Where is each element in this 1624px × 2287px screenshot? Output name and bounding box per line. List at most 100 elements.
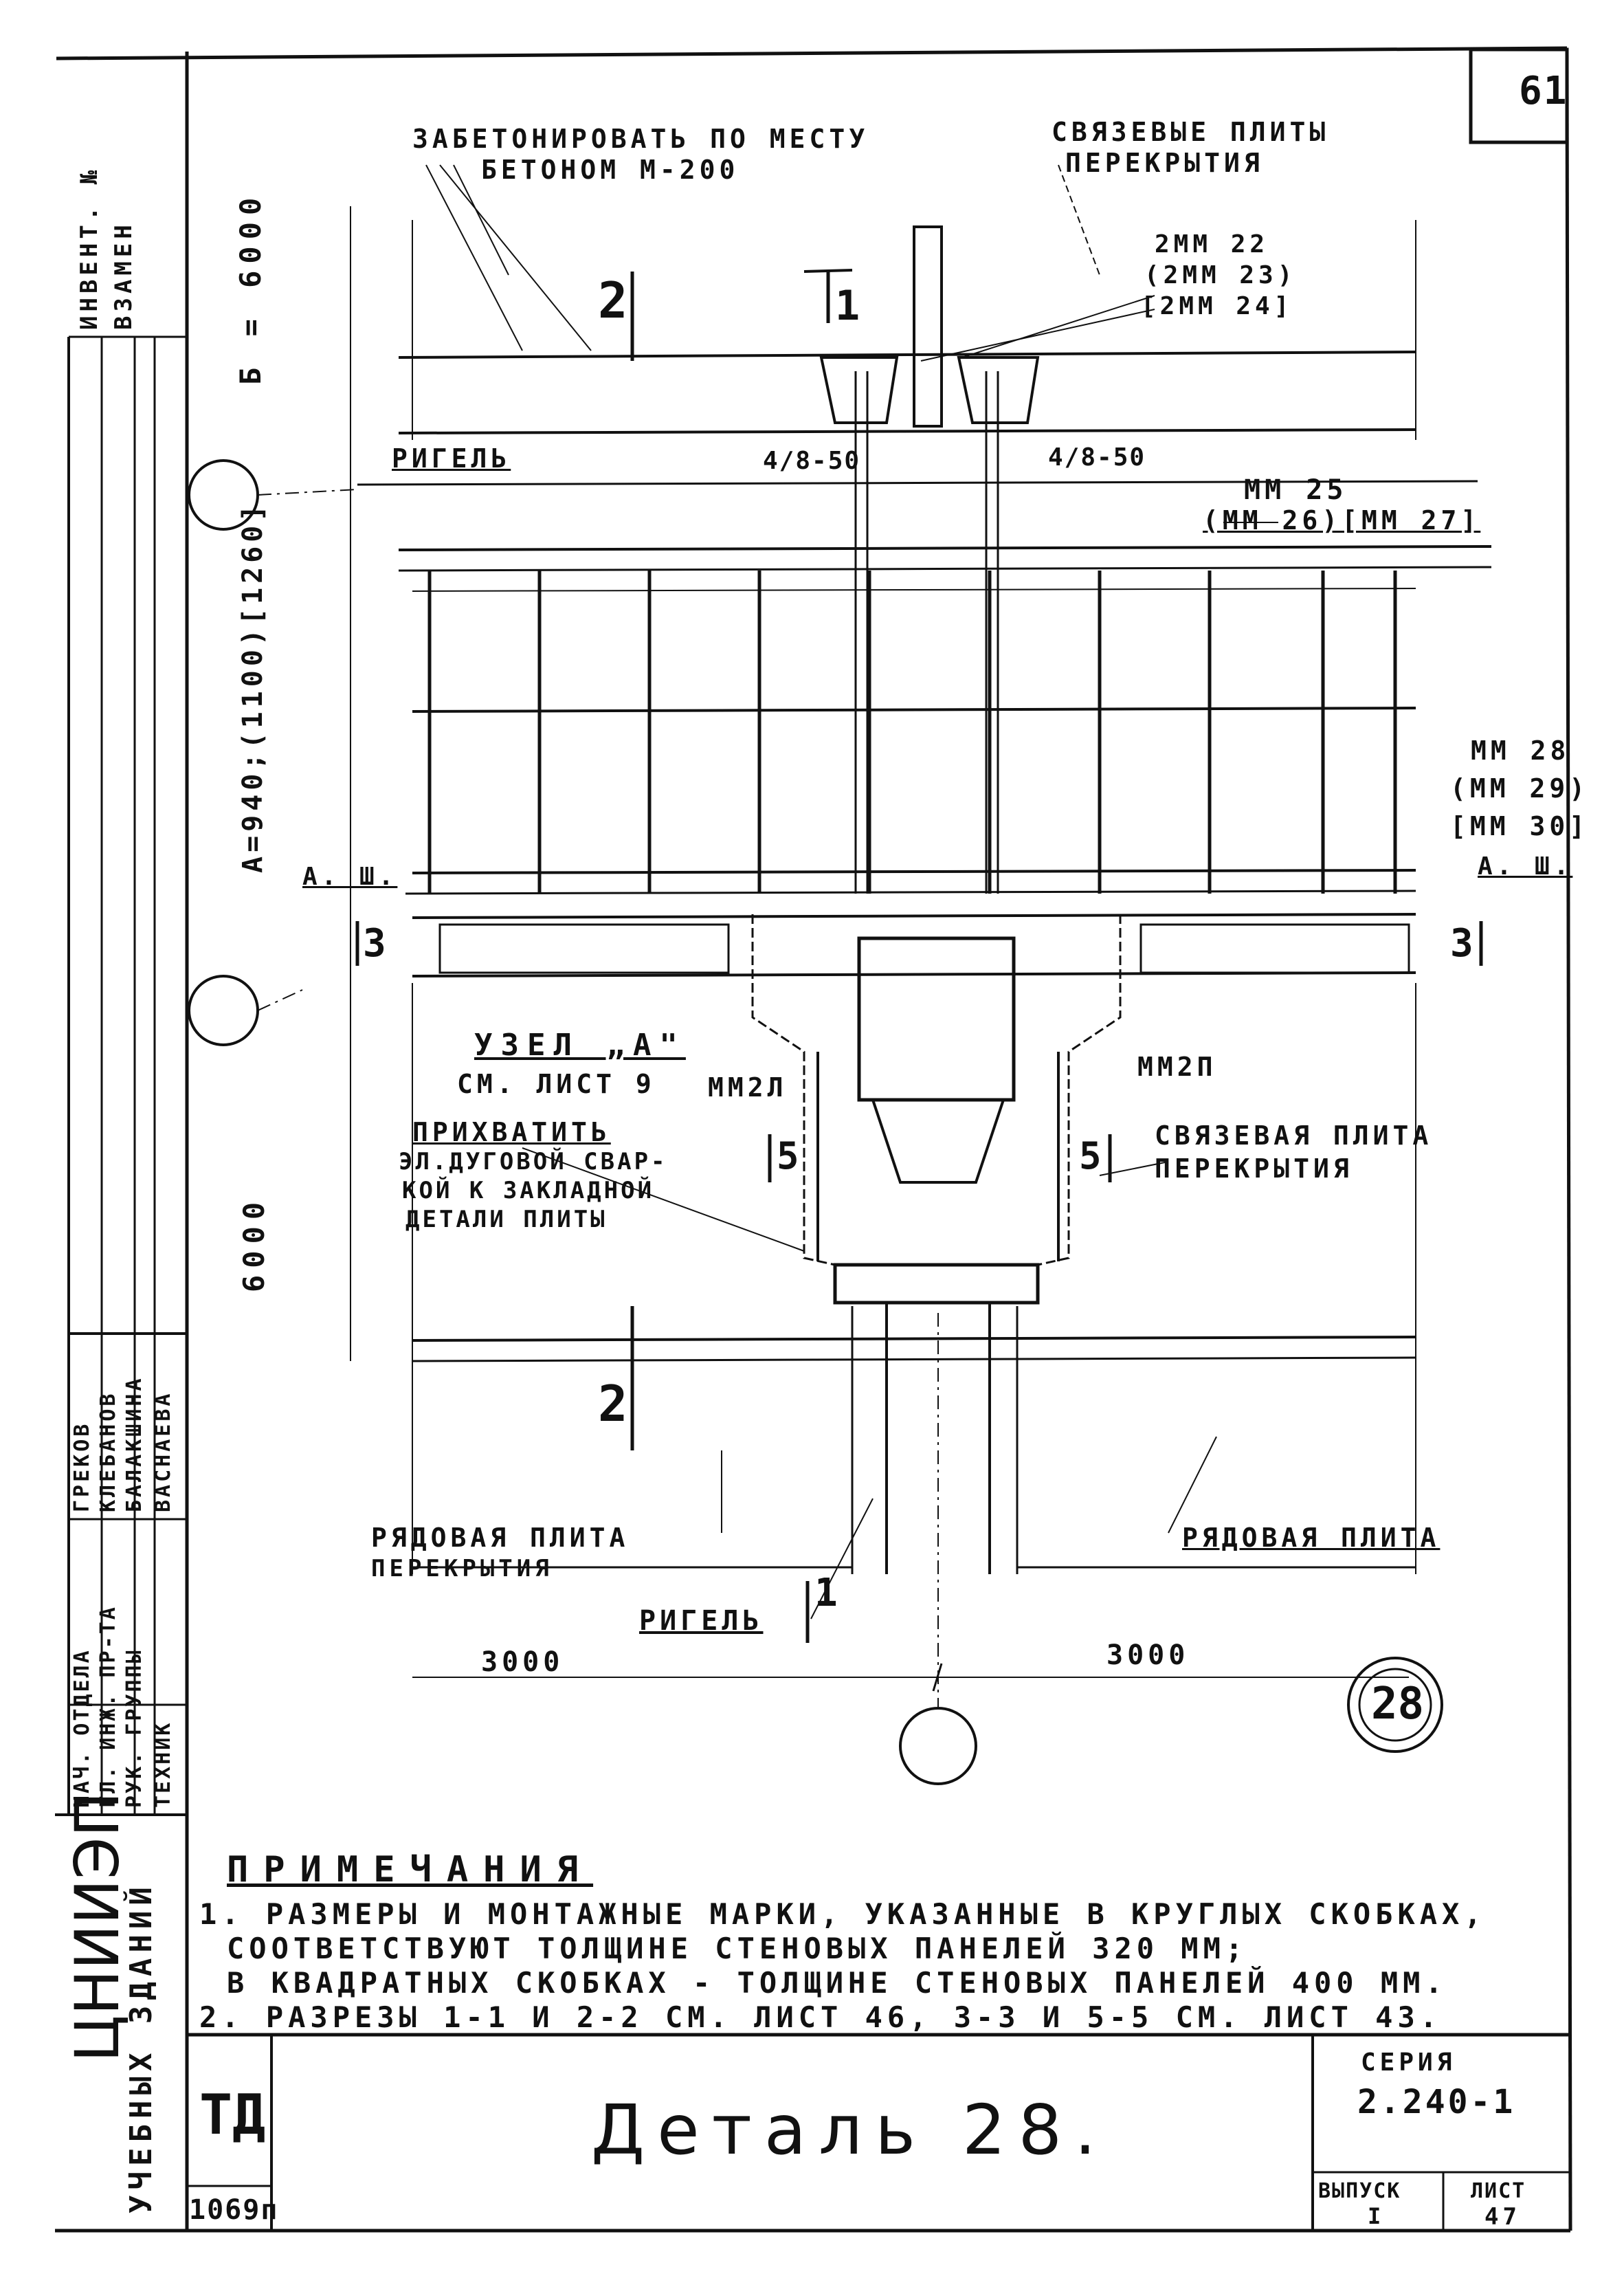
- axis-circle-bottom: [899, 1707, 977, 1785]
- frame-right: [1565, 47, 1572, 2231]
- label-prihvatit-1: ПРИХВАТИТЬ: [412, 1117, 611, 1147]
- label-section-5-right: 5: [1079, 1134, 1102, 1178]
- leader-zabeton-2: [439, 164, 592, 351]
- label-dim-3000-right: 3000: [1106, 1639, 1190, 1671]
- leader-zabeton-3: [453, 164, 509, 276]
- right-bracket: [1037, 914, 1122, 1266]
- label-mark-mm22-c: [2ММ 24]: [1141, 292, 1293, 320]
- column-pyramid: [871, 1098, 1005, 1184]
- drawing-title: Деталь 28.: [591, 2090, 1109, 2170]
- beam-line-4: [412, 588, 1416, 592]
- lower-slab-top: [412, 1336, 1416, 1342]
- org-name-2: УЧЕБНЫХ ЗДАНИЙ: [124, 1881, 159, 2213]
- inv-label-2: ВЗАМЕН: [110, 221, 137, 330]
- label-dim-a-left: А. Ш.: [302, 863, 398, 891]
- dim-tick-bottom-1: [932, 1663, 943, 1692]
- label-rigel-bottom: РИГЕЛЬ: [639, 1605, 764, 1637]
- leader-mm22: [961, 295, 1155, 358]
- label-prihvatit-4: ДЕТАЛИ ПЛИТЫ: [405, 1206, 608, 1233]
- leader-ryadovaya-right: [1168, 1436, 1217, 1534]
- label-mm2l: ММ2Л: [708, 1072, 788, 1103]
- lower-slab-mid: [412, 1356, 1416, 1362]
- label-mark-mm25-a: ММ 25: [1244, 474, 1348, 506]
- detail-number: 28: [1371, 1679, 1425, 1730]
- role-4: ТЕХНИК: [151, 1721, 175, 1808]
- label-mm2p: ММ2П: [1137, 1052, 1217, 1082]
- beam-line-7: [405, 890, 1416, 895]
- right-hollow-slab: [1139, 923, 1410, 974]
- section-1-top-line: [803, 269, 853, 273]
- section-slab-top: [412, 913, 1416, 919]
- leader-mm22b: [920, 309, 1155, 362]
- name-4: ВАСНАЕВА: [151, 1391, 175, 1513]
- central-rib: [913, 225, 943, 428]
- column-block: [857, 936, 1016, 1102]
- detail-circle-inner: [1358, 1668, 1432, 1742]
- label-section-3-right: 3: [1450, 921, 1473, 966]
- label-dim-a-right: А. Ш.: [1478, 852, 1573, 881]
- seria-label: СЕРИЯ: [1361, 2048, 1456, 2077]
- label-section-2-bottom: 2: [598, 1375, 628, 1433]
- top-slab-top: [398, 351, 1416, 359]
- stamp-inv-number: 1069п: [189, 2194, 279, 2226]
- beam-line-6: [412, 869, 1416, 874]
- label-dim-a-940: А=940;(1100)[1260]: [237, 500, 269, 873]
- page-number: 61: [1519, 69, 1568, 113]
- leader-svyaz: [1058, 164, 1100, 276]
- list-value: 47: [1484, 2203, 1521, 2231]
- org-name-1: ЦНИИЭП: [62, 1791, 133, 2062]
- seria-value: 2.240-1: [1357, 2083, 1516, 2121]
- frame-top: [56, 46, 1568, 60]
- leader-zabeton-1: [425, 164, 523, 351]
- axis-line-mid: [257, 989, 303, 1011]
- beam-upper-line: [357, 480, 1478, 486]
- label-rigel-top: РИГЕЛЬ: [392, 443, 511, 474]
- column-plate: [833, 1263, 1040, 1305]
- left-hollow-slab: [438, 923, 730, 974]
- stamp-td: ТД: [199, 2083, 266, 2147]
- name-2: КЛЕБАНОВ: [96, 1391, 120, 1513]
- label-svyazevaya-1: СВЯЗЕВАЯ ПЛИТА: [1155, 1120, 1433, 1151]
- label-ryadovaya-left-2: ПЕРЕКРЫТИЯ: [371, 1555, 553, 1582]
- label-mark-mm28-a: ММ 28: [1471, 736, 1570, 766]
- name-1: ГРЕКОВ: [70, 1421, 94, 1512]
- note-line-1: 1. РАЗМЕРЫ И МОНТАЖНЫЕ МАРКИ, УКАЗАННЫЕ …: [199, 1897, 1487, 1931]
- vypusk-value: I: [1368, 2203, 1386, 2229]
- role-2: ГЛ. ИНЖ. ПР-ТА: [96, 1605, 120, 1808]
- label-section-5-left: 5: [777, 1134, 799, 1178]
- label-frac-left: 4/8-50: [763, 447, 861, 475]
- label-dim-6000: 6000: [237, 1195, 271, 1292]
- leader-prihvat: [522, 1147, 805, 1252]
- beam-line-2: [398, 545, 1492, 551]
- detail-circle-outer: [1347, 1657, 1443, 1753]
- label-dim-3000-left: 3000: [481, 1646, 564, 1678]
- label-frac-right: 4/8-50: [1048, 443, 1146, 472]
- label-mark-mm22-b: (2ММ 23): [1144, 261, 1297, 289]
- label-section-3-left: 3: [363, 921, 386, 966]
- label-ryadovaya-right: РЯДОВАЯ ПЛИТА: [1182, 1523, 1441, 1553]
- label-mark-mm22-a: 2ММ 22: [1155, 230, 1269, 258]
- top-rib-left-trapezoid: [819, 356, 899, 424]
- note-line-2: СООТВЕТСТВУЮТ ТОЛЩИНЕ СТЕНОВЫХ ПАНЕЛЕЙ 3…: [227, 1932, 1248, 1965]
- beam-line-3: [398, 566, 1492, 572]
- label-mark-mm25-b: (ММ 26)[ММ 27]: [1203, 505, 1481, 535]
- page-number-box: [1469, 47, 1569, 144]
- beam-line-5: [412, 707, 1416, 713]
- label-zabetonirovat-2: БЕТОНОМ М-200: [481, 155, 739, 185]
- axis-circle-mid: [188, 975, 259, 1046]
- top-slab-bottom: [398, 428, 1416, 434]
- label-section-1-bottom: 1: [814, 1571, 838, 1615]
- leader-rigel-bottom: [810, 1498, 874, 1620]
- label-mark-mm28-b: (ММ 29): [1450, 773, 1590, 804]
- note-line-3: В КВАДРАТНЫХ СКОБКАХ - ТОЛЩИНЕ СТЕНОВЫХ …: [227, 1966, 1447, 2000]
- name-3: БАЛАКШИНА: [122, 1375, 146, 1512]
- inv-label-1: ИНВЕНТ. №: [76, 166, 103, 330]
- label-ryadovaya-left-1: РЯДОВАЯ ПЛИТА: [371, 1523, 630, 1553]
- label-svyazevye-2: ПЕРЕКРЫТИЯ: [1065, 148, 1264, 178]
- label-svyazevye-1: СВЯЗЕВЫЕ ПЛИТЫ: [1052, 117, 1330, 147]
- label-dim-b-6000: Б = 6000: [234, 190, 267, 385]
- role-3: РУК. ГРУППЫ: [122, 1648, 146, 1808]
- top-rib-right-trapezoid: [957, 356, 1040, 424]
- label-section-1-top: 1: [835, 282, 860, 330]
